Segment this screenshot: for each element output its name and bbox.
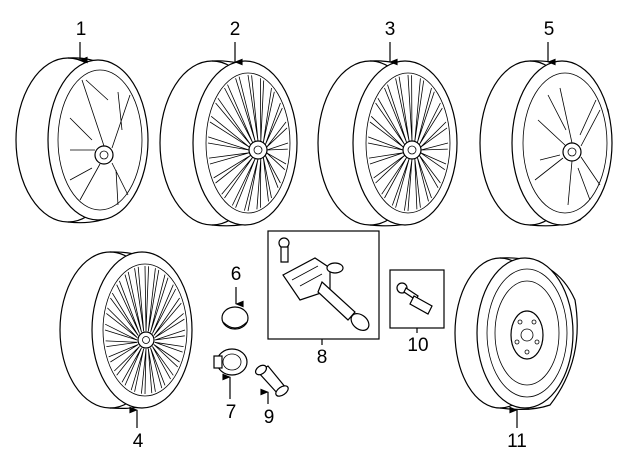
part-7 [213,348,248,376]
wheel-1 [15,57,149,224]
callout-8: 8 [316,347,328,368]
tpms-sensor-box-8 [267,230,380,340]
callout-2: 2 [229,19,241,40]
callout-6: 6 [230,264,242,285]
leader-arrows [79,42,556,428]
wheel-5 [479,60,613,227]
wheel-2 [159,60,298,227]
callout-9: 9 [263,407,275,428]
valve-kit-box-10 [389,269,445,329]
spare-wheel-11 [454,257,578,411]
callout-7: 7 [225,402,237,423]
callout-1: 1 [75,19,87,40]
callout-11: 11 [507,431,527,452]
callout-4: 4 [132,431,144,452]
valve-stem-9 [254,364,289,397]
callout-3: 3 [384,19,396,40]
wheel-3 [317,60,458,227]
center-cap-6 [221,306,249,330]
callout-5: 5 [543,19,555,40]
wheel-4 [59,251,193,409]
callout-10: 10 [407,335,429,356]
